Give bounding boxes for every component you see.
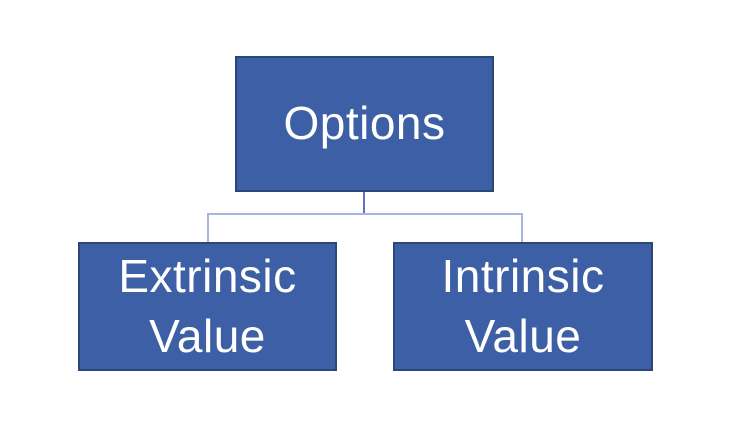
node-intrinsic-value: Intrinsic Value <box>393 242 653 371</box>
connector-stub <box>363 192 365 214</box>
connector-drop-right <box>521 213 523 243</box>
node-options-label: Options <box>283 97 446 150</box>
node-extrinsic-value-label: Extrinsic Value <box>118 249 297 362</box>
node-options: Options <box>235 56 494 192</box>
connector-horizontal-rail <box>207 213 523 215</box>
node-intrinsic-value-label: Intrinsic Value <box>441 249 605 362</box>
connector-drop-left <box>207 213 209 243</box>
node-extrinsic-value: Extrinsic Value <box>78 242 337 371</box>
